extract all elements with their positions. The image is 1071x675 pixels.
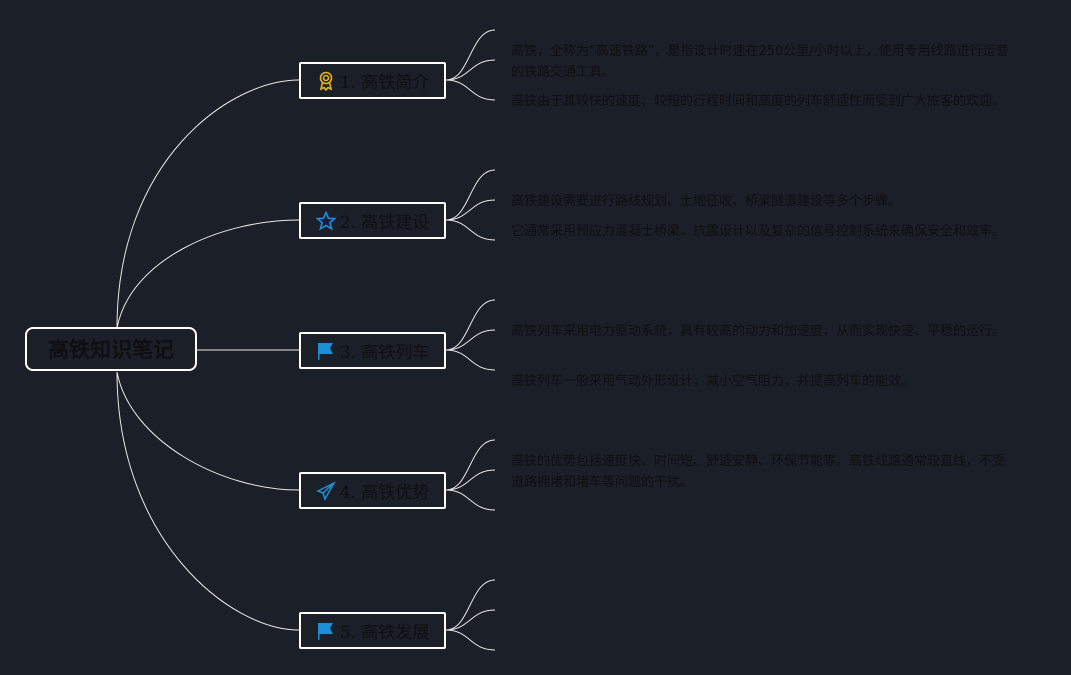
award-ribbon-icon <box>319 71 332 91</box>
note-text[interactable]: 它通常采用预应力混凝土桥梁、抗震设计以及复杂的信号控制系统来确保安全和效率。 <box>511 224 1006 239</box>
branch-node-trains[interactable]: 3. 高铁列车 <box>299 332 446 369</box>
root-node[interactable]: 高铁知识笔记 <box>25 327 197 371</box>
note-text[interactable]: 高铁列车一般采用气动外形设计，减小空气阻力，并提高列车的能效。 <box>511 374 915 389</box>
flag-icon <box>317 342 333 360</box>
leaf-connector <box>445 349 496 371</box>
branch-node-intro[interactable]: 1. 高铁简介 <box>299 62 446 99</box>
leaf-connector <box>445 59 496 81</box>
root-label: 高铁知识笔记 <box>48 338 174 362</box>
branch-label: 4. 高铁优势 <box>339 483 430 503</box>
leaf-connector <box>445 579 496 631</box>
leaf-connector <box>445 609 496 631</box>
leaf-connector <box>445 329 496 351</box>
note-text[interactable]: 高铁，全称为“高速铁路”，是指设计时速在250公里/小时以上，使用专用线路进行运… <box>511 44 1009 80</box>
note-text[interactable]: 高铁的优势包括速度快、时间短、舒适安静、环保节能等。高铁线路通常较直线，不受道路… <box>511 454 1006 490</box>
branch-label: 5. 高铁发展 <box>339 623 430 643</box>
flag-icon <box>317 622 333 640</box>
branch-node-development[interactable]: 5. 高铁发展 <box>299 612 446 649</box>
branch-label: 1. 高铁简介 <box>339 73 430 93</box>
leaf-connector <box>445 199 496 221</box>
leaf-connector <box>445 299 496 351</box>
branch-label: 2. 高铁建设 <box>339 213 430 233</box>
leaf-connector <box>445 169 496 221</box>
paper-plane-icon <box>315 480 336 501</box>
leaf-connector <box>445 489 496 511</box>
branch-node-advantages[interactable]: 4. 高铁优势 <box>299 472 446 509</box>
note-text[interactable]: 高铁列车采用电力驱动系统，具有较高的动力和加速度，从而实现快速、平稳的运行。 <box>511 324 1006 339</box>
note-text[interactable]: 高铁由于其较快的速度、较短的行程时间和高度的列车舒适性而受到广大旅客的欢迎。 <box>511 94 1006 109</box>
leaf-connector <box>445 629 496 651</box>
branch-node-construction[interactable]: 2. 高铁建设 <box>299 202 446 239</box>
leaf-connector <box>445 469 496 491</box>
star-icon <box>315 210 336 231</box>
leaf-connector <box>445 439 496 491</box>
note-text[interactable]: 高铁建设需要进行路线规划、土地征收、桥梁隧道建设等多个步骤。 <box>511 194 902 209</box>
leaf-connector <box>445 219 496 241</box>
leaf-connector <box>445 79 496 101</box>
branch-label: 3. 高铁列车 <box>339 343 430 363</box>
leaf-connector <box>445 29 496 81</box>
